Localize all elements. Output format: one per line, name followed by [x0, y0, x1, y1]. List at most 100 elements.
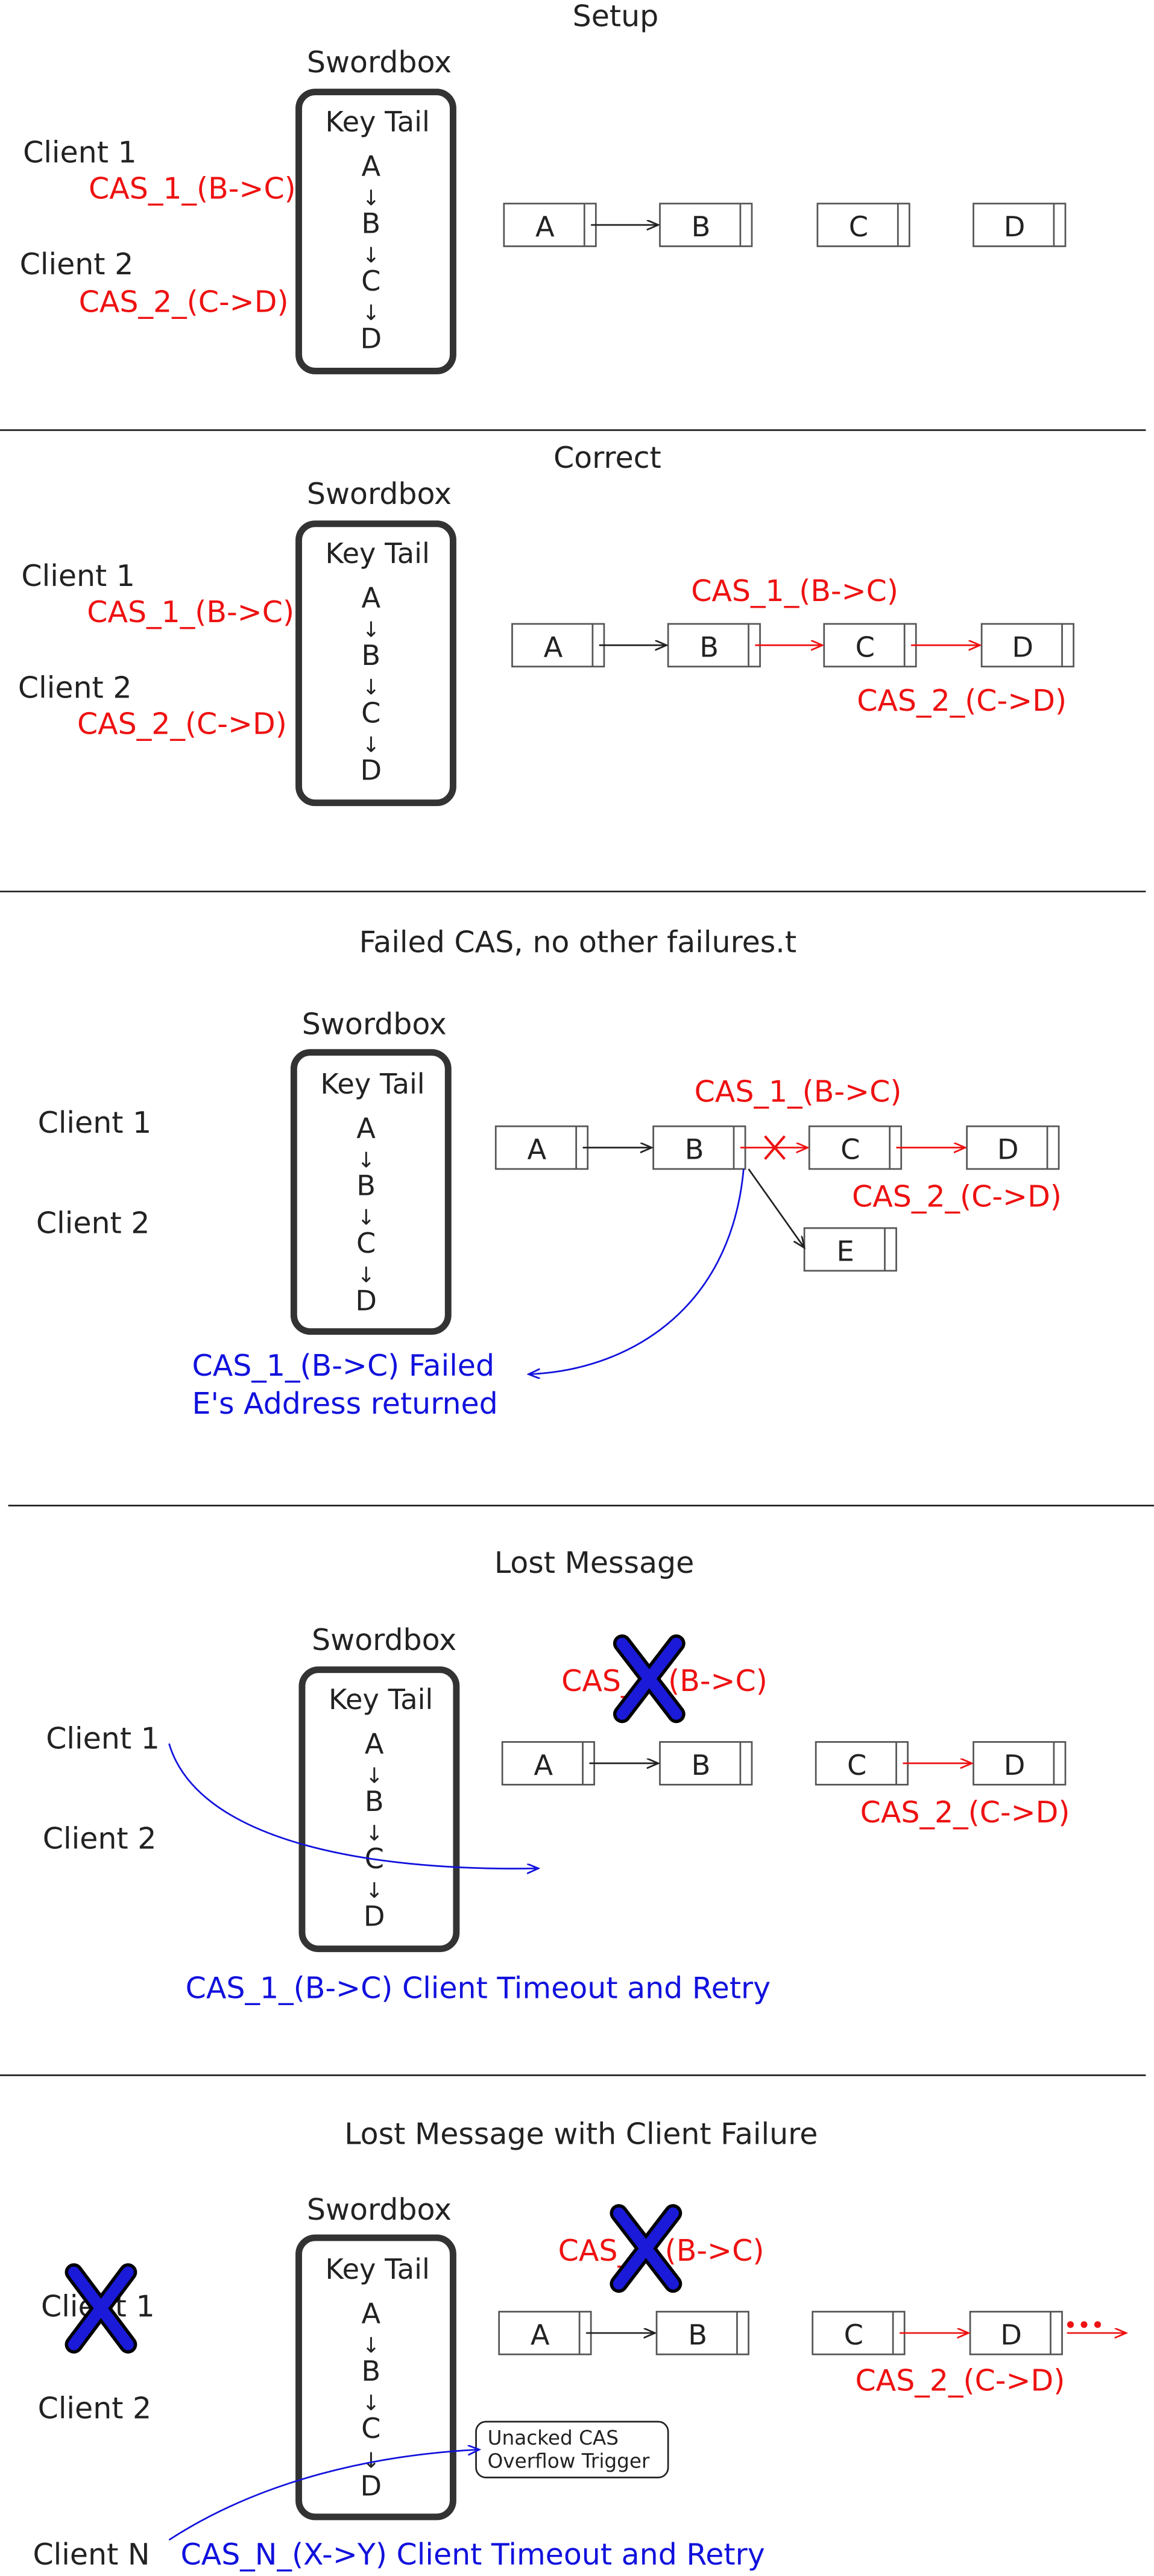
- cas-1-label: CAS_1_(B->C): [89, 172, 296, 206]
- key-label: D: [364, 1900, 385, 1933]
- key-label: B: [365, 1785, 384, 1818]
- section-failed-cas: Failed CAS, no other failures.t Swordbox…: [36, 925, 1062, 1421]
- node-c: C: [808, 1125, 903, 1170]
- svg-text:A: A: [544, 631, 563, 663]
- client-n-arrow: [168, 2449, 479, 2541]
- keytail-header: Key Tail: [320, 1068, 424, 1100]
- key-label: C: [361, 696, 380, 729]
- node-c: C: [815, 1741, 909, 1786]
- client-n-label: Client N: [33, 2537, 150, 2572]
- cas-1-label: CAS_1_(B->C): [87, 595, 294, 629]
- cas-1-lost-left: CAS_: [561, 1664, 636, 1698]
- svg-text:C: C: [847, 1749, 866, 1781]
- key-label: B: [361, 2355, 380, 2387]
- svg-text:B: B: [685, 1133, 704, 1166]
- client-2-label: Client 2: [20, 247, 134, 282]
- node-d: D: [980, 623, 1074, 668]
- key-label: D: [360, 754, 382, 787]
- key-arrow: ↓: [362, 2334, 380, 2358]
- key-label: C: [361, 265, 380, 297]
- svg-text:B: B: [688, 2319, 707, 2351]
- section-title: Correct: [553, 441, 661, 475]
- key-arrow: ↓: [357, 1148, 375, 1173]
- swordbox-label: Swordbox: [312, 1623, 456, 1657]
- node-b: B: [667, 623, 761, 668]
- svg-text:A: A: [527, 1133, 546, 1166]
- client-1-label: Client 1: [46, 1721, 160, 1756]
- key-arrow: ↓: [362, 675, 380, 700]
- swordbox-frame: [295, 520, 456, 807]
- key-arrow: ↓: [362, 732, 380, 757]
- key-arrow: ↓: [365, 1764, 383, 1789]
- node-a: A: [498, 2311, 592, 2355]
- key-arrow: ↓: [362, 244, 380, 268]
- svg-text:D: D: [1004, 1749, 1026, 1781]
- keytail-header: Key Tail: [329, 1683, 433, 1716]
- cas-1-lost-right: (B->C): [668, 1664, 768, 1698]
- node-d: D: [973, 1741, 1067, 1786]
- tooltip-line-2: Overflow Trigger: [488, 2449, 650, 2472]
- key-label: D: [360, 2470, 382, 2502]
- key-arrow: ↓: [365, 1878, 383, 1903]
- svg-text:D: D: [1004, 210, 1026, 243]
- lost-note: CAS_1_(B->C) Client Timeout and Retry: [186, 1971, 771, 2005]
- svg-text:B: B: [699, 631, 719, 663]
- client-1-label: Client 1: [38, 1106, 152, 1140]
- client-2-label: Client 2: [36, 1206, 150, 1240]
- key-label: A: [365, 1728, 384, 1760]
- key-arrow: ↓: [357, 1263, 375, 1288]
- section-title: Failed CAS, no other failures.t: [359, 925, 796, 960]
- overflow-trigger-tooltip: Unacked CAS Overflow Trigger: [475, 2420, 669, 2478]
- lost-message-arrow: [168, 1743, 538, 1868]
- key-label: B: [361, 207, 380, 240]
- node-d: D: [973, 203, 1067, 247]
- key-arrow: ↓: [362, 618, 380, 643]
- node-c: C: [823, 623, 917, 668]
- keytail-header: Key Tail: [326, 2253, 430, 2285]
- node-e: E: [803, 1227, 897, 1272]
- failed-note-line-1: CAS_1_(B->C) Failed: [192, 1349, 495, 1383]
- node-d: D: [966, 1125, 1060, 1170]
- key-label: A: [361, 2297, 380, 2330]
- lost-message-x-icon: [613, 1634, 686, 1724]
- node-a: A: [503, 203, 597, 247]
- key-label: A: [361, 150, 380, 182]
- node-a: A: [511, 623, 605, 668]
- svg-text:A: A: [531, 2319, 550, 2351]
- client-failed-x-icon: [65, 2263, 137, 2354]
- section-title: Setup: [573, 0, 659, 34]
- svg-text:D: D: [1000, 2319, 1022, 2351]
- section-title: Lost Message with Client Failure: [344, 2117, 818, 2152]
- key-label: D: [355, 1284, 377, 1317]
- svg-text:A: A: [534, 1749, 553, 1781]
- key-label: B: [361, 639, 380, 672]
- cas-2-label: CAS_2_(C->D): [77, 707, 287, 741]
- return-arrow: [529, 1168, 745, 1374]
- node-d: D: [969, 2311, 1063, 2355]
- key-label: A: [356, 1112, 376, 1144]
- cas-2-annotation: CAS_2_(C->D): [857, 684, 1067, 718]
- key-label: C: [356, 1227, 376, 1259]
- link-b-e: [748, 1168, 805, 1248]
- keytail-header: Key Tail: [326, 537, 430, 570]
- lost-message-x-icon: [610, 2204, 683, 2293]
- swordbox-label: Swordbox: [302, 1007, 447, 1042]
- swordbox-frame: [298, 1666, 460, 1953]
- client-1-label: Client 1: [21, 559, 135, 593]
- swordbox-label: Swordbox: [307, 2193, 452, 2227]
- svg-text:B: B: [692, 1749, 711, 1781]
- svg-text:D: D: [1012, 631, 1033, 663]
- client-failure-note: CAS_N_(X->Y) Client Timeout and Retry: [180, 2537, 765, 2572]
- svg-text:C: C: [840, 1133, 860, 1166]
- key-arrow: ↓: [362, 301, 380, 326]
- svg-text:C: C: [844, 2319, 863, 2351]
- cas-2-annotation: CAS_2_(C->D): [855, 2363, 1065, 2398]
- section-setup: Setup Swordbox Key Tail A ↓ B ↓ C ↓ D Cl…: [20, 0, 1067, 374]
- key-arrow: ↓: [365, 1821, 383, 1846]
- section-client-failure: Lost Message with Client Failure Swordbo…: [33, 2117, 1126, 2572]
- svg-text:D: D: [997, 1133, 1019, 1166]
- continuation-dots: •••: [1064, 2312, 1104, 2338]
- client-2-label: Client 2: [18, 670, 132, 705]
- node-a: A: [501, 1741, 595, 1786]
- keytail-header: Key Tail: [326, 105, 430, 138]
